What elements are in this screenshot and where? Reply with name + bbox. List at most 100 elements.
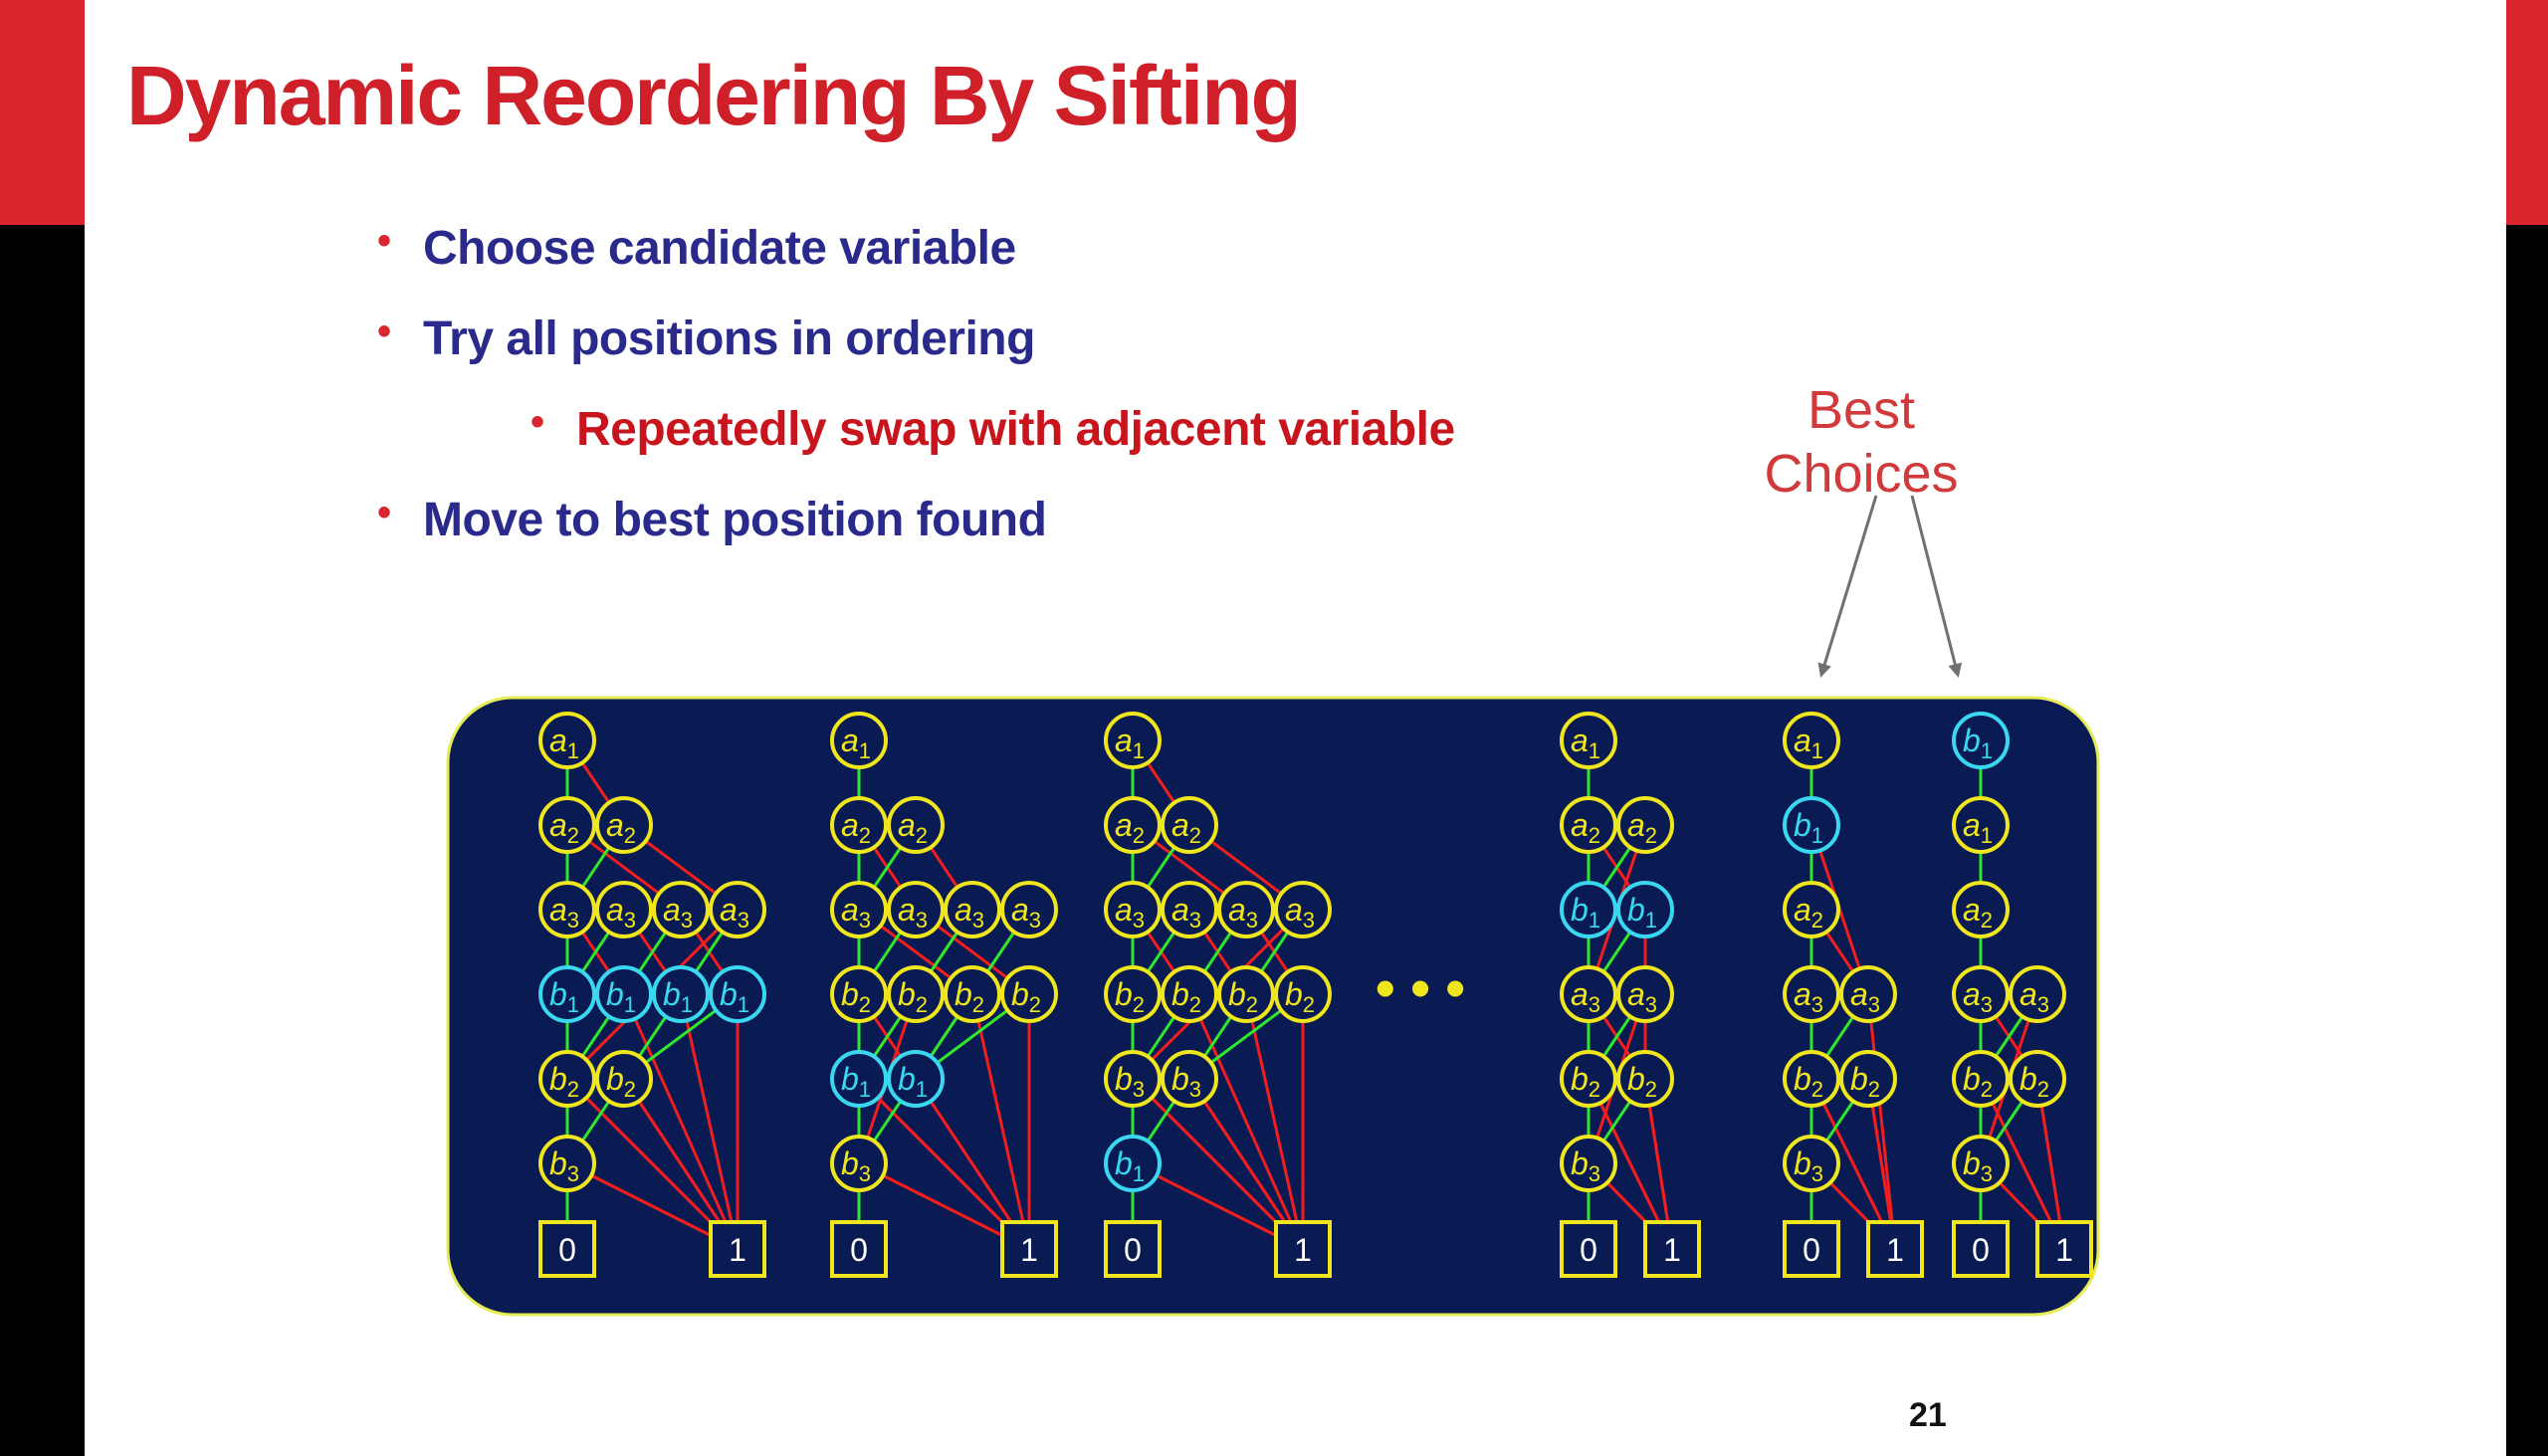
- bdd-node: a1: [1560, 712, 1617, 769]
- bdd-node: b1: [652, 965, 710, 1023]
- svg-text:b3: b3: [1171, 1061, 1201, 1102]
- bdd-node: b1: [887, 1050, 945, 1108]
- bdd-node: a3: [1104, 881, 1162, 938]
- bdd-node: b1: [595, 965, 653, 1023]
- low-edge: [1866, 993, 1897, 1250]
- bdd-node: b2: [1161, 965, 1218, 1023]
- bdd-node: a3: [1161, 881, 1218, 938]
- ellipsis: • • •: [1376, 956, 1465, 1019]
- terminal-node: 0: [1560, 1220, 1617, 1278]
- slide-title: Dynamic Reordering By Sifting: [126, 49, 1302, 142]
- svg-text:b2: b2: [1963, 1061, 1993, 1102]
- bdd-node: a1: [1783, 712, 1840, 769]
- svg-text:b2: b2: [1011, 976, 1041, 1017]
- terminal-node: 0: [1952, 1220, 2010, 1278]
- bdd-node: b2: [538, 1050, 596, 1108]
- bdd-node: b3: [1560, 1135, 1617, 1192]
- bullet-item: • Try all positions in ordering: [377, 310, 1455, 402]
- svg-text:a3: a3: [1171, 892, 1201, 933]
- svg-text:b1: b1: [549, 976, 579, 1017]
- terminal-node: 1: [1000, 1220, 1058, 1278]
- bullet-dot-icon: •: [377, 491, 391, 534]
- bdd-node: b2: [1217, 965, 1275, 1023]
- svg-text:0: 0: [1580, 1232, 1597, 1268]
- bdd-node: b1: [538, 965, 596, 1023]
- bdd-node: a1: [1952, 796, 2010, 854]
- svg-text:1: 1: [729, 1232, 746, 1268]
- svg-text:a3: a3: [1571, 976, 1600, 1017]
- terminal-node: 1: [1866, 1220, 1924, 1278]
- right-accent-bar: [2506, 0, 2548, 225]
- bdd-node: a3: [887, 881, 945, 938]
- slide: Dynamic Reordering By Sifting •Choose ca…: [85, 0, 2506, 1456]
- bdd-node: b3: [830, 1135, 888, 1192]
- bdd-node: a3: [1274, 881, 1332, 938]
- svg-text:0: 0: [1972, 1232, 1990, 1268]
- bdd-node: b1: [1560, 881, 1617, 938]
- svg-text:0: 0: [558, 1232, 576, 1268]
- svg-text:a3: a3: [1228, 892, 1258, 933]
- bdd-node: a3: [2009, 965, 2066, 1023]
- bullet-text: Move to best position found: [423, 494, 1047, 546]
- bdd-node: b1: [830, 1050, 888, 1108]
- svg-text:0: 0: [850, 1232, 868, 1268]
- bdd-node: a3: [709, 881, 766, 938]
- bdd-node: b3: [1104, 1050, 1162, 1108]
- bdd-node: b2: [1616, 1050, 1674, 1108]
- bdd-node: b2: [2009, 1050, 2066, 1108]
- bdd-node: b2: [1274, 965, 1332, 1023]
- bdd-node: a3: [1839, 965, 1897, 1023]
- bullet-text: Choose candidate variable: [423, 222, 1016, 275]
- bdd-node: a2: [1616, 796, 1674, 854]
- left-accent-bar: [0, 0, 85, 225]
- terminal-node: 1: [1274, 1220, 1332, 1278]
- bdd-node: b1: [1952, 712, 2010, 769]
- low-edge: [1187, 993, 1305, 1250]
- bdd-node: a2: [1104, 796, 1162, 854]
- bdd-node: a2: [830, 796, 888, 854]
- svg-text:b1: b1: [663, 976, 693, 1017]
- bdd-node: b1: [1783, 796, 1840, 854]
- bdd-node: a2: [1952, 881, 2010, 938]
- bdd-node: a1: [1104, 712, 1162, 769]
- bdd-node: b2: [1000, 965, 1058, 1023]
- bdd-node: b2: [887, 965, 945, 1023]
- best-choices-callout: Best Choices: [1762, 378, 1961, 506]
- svg-text:1: 1: [1886, 1232, 1904, 1268]
- bdd-node: b1: [1616, 881, 1674, 938]
- bdd-node: b1: [1104, 1135, 1162, 1192]
- sub-bullet-item: •Repeatedly swap with adjacent variable: [423, 400, 1455, 493]
- bullet-dot-icon: •: [531, 400, 544, 444]
- bullet-dot-icon: •: [377, 310, 391, 353]
- svg-text:b3: b3: [549, 1145, 579, 1186]
- svg-text:a1: a1: [1963, 807, 1993, 848]
- bdd-node: a2: [1161, 796, 1218, 854]
- bdd-node: a3: [1616, 965, 1674, 1023]
- bullet-text: Try all positions in ordering: [423, 312, 1035, 365]
- bdd-node: a3: [1560, 965, 1617, 1023]
- terminal-node: 0: [1104, 1220, 1162, 1278]
- bdd-node: a2: [1783, 881, 1840, 938]
- bdd-node: b2: [944, 965, 1001, 1023]
- page-number: 21: [1909, 1396, 1947, 1434]
- svg-text:0: 0: [1124, 1232, 1142, 1268]
- bullet-list: •Choose candidate variable •Try all posi…: [377, 219, 1455, 583]
- bdd-node: b2: [830, 965, 888, 1023]
- bdd-node: b3: [1161, 1050, 1218, 1108]
- bullet-item: •Choose candidate variable: [377, 219, 1455, 312]
- callout-line: Choices: [1764, 444, 1959, 504]
- bdd-node: a1: [538, 712, 596, 769]
- terminal-node: 0: [538, 1220, 596, 1278]
- bdd-node: a3: [944, 881, 1001, 938]
- svg-text:0: 0: [1803, 1232, 1820, 1268]
- bdd-node: b1: [709, 965, 766, 1023]
- bdd-node: a3: [1952, 965, 2010, 1023]
- terminal-node: 1: [2035, 1220, 2093, 1278]
- low-edge: [622, 993, 740, 1250]
- bdd-node: a3: [1783, 965, 1840, 1023]
- terminal-node: 0: [830, 1220, 888, 1278]
- bdd-node: b2: [1783, 1050, 1840, 1108]
- svg-text:1: 1: [1020, 1232, 1038, 1268]
- svg-text:1: 1: [1663, 1232, 1681, 1268]
- bdd-node: b3: [538, 1135, 596, 1192]
